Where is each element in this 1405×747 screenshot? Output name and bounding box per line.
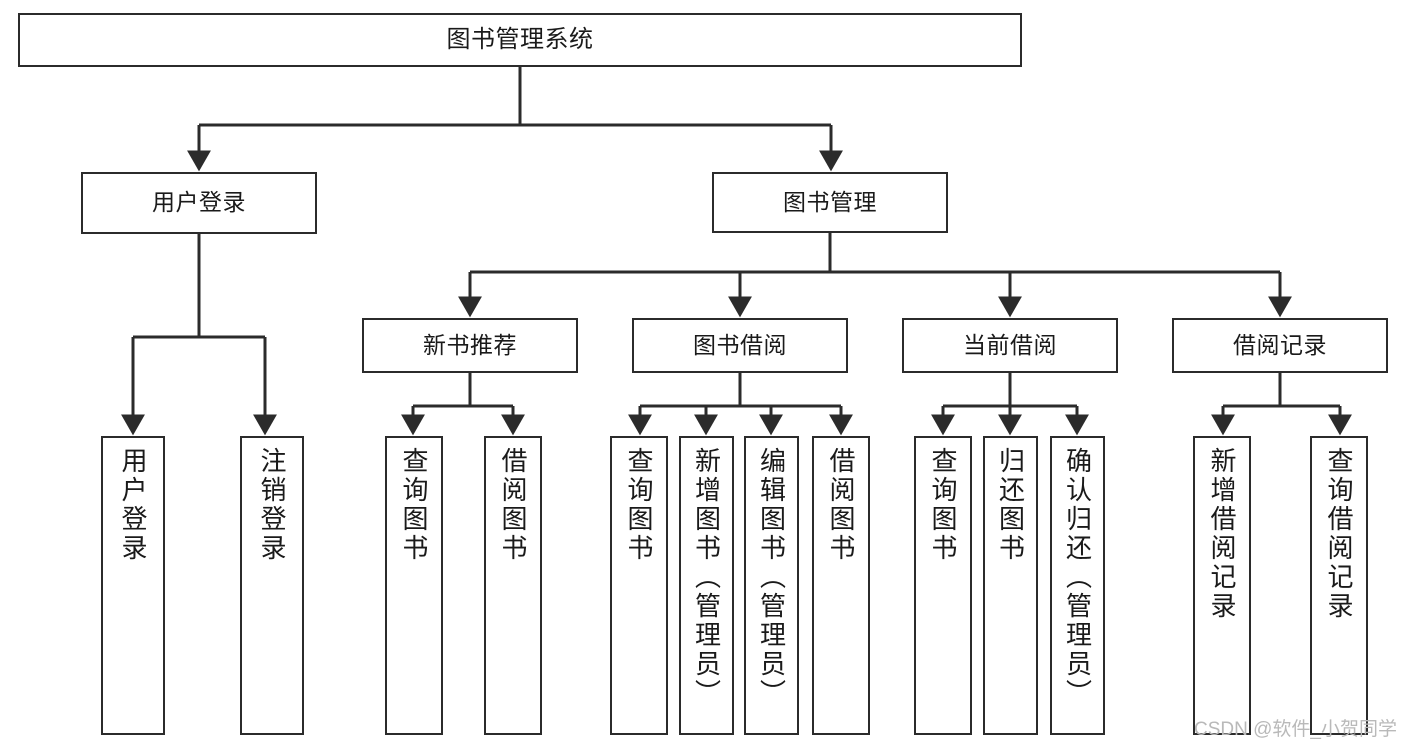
node-current-borrow[interactable]: 当前借阅 <box>902 318 1118 373</box>
node-user-login-label: 用户登录 <box>152 189 246 216</box>
node-leaf-query-record-label: 查询借阅记录 <box>1324 447 1354 621</box>
node-new-book-recommend[interactable]: 新书推荐 <box>362 318 578 373</box>
node-book-manage[interactable]: 图书管理 <box>712 172 948 233</box>
csdn-watermark: CSDN @软件_小贺同学 <box>1194 719 1397 740</box>
node-leaf-edit-book[interactable]: 编辑图书（管理员） <box>744 436 799 735</box>
node-current-borrow-label: 当前借阅 <box>963 331 1057 358</box>
node-leaf-query-book-2[interactable]: 查询图书 <box>610 436 668 735</box>
node-leaf-query-book-1[interactable]: 查询图书 <box>385 436 443 735</box>
node-leaf-add-book[interactable]: 新增图书（管理员） <box>679 436 734 735</box>
node-root-label: 图书管理系统 <box>446 25 594 53</box>
node-borrow-record[interactable]: 借阅记录 <box>1172 318 1388 373</box>
node-leaf-borrow-book-2-label: 借阅图书 <box>826 447 856 563</box>
node-leaf-add-record[interactable]: 新增借阅记录 <box>1193 436 1251 735</box>
node-leaf-query-book-1-label: 查询图书 <box>399 447 429 563</box>
node-leaf-edit-book-label: 编辑图书（管理员） <box>756 447 787 708</box>
node-leaf-return-book-label: 归还图书 <box>995 447 1026 563</box>
node-leaf-borrow-book-1-label: 借阅图书 <box>498 447 528 563</box>
node-leaf-borrow-book-2[interactable]: 借阅图书 <box>812 436 870 735</box>
node-leaf-query-book-2-label: 查询图书 <box>624 447 654 563</box>
node-leaf-query-record[interactable]: 查询借阅记录 <box>1310 436 1368 735</box>
node-book-manage-label: 图书管理 <box>783 188 877 215</box>
node-leaf-user-logout-label: 注销登录 <box>257 447 287 563</box>
node-leaf-confirm-return[interactable]: 确认归还（管理员） <box>1050 436 1105 735</box>
node-root[interactable]: 图书管理系统 <box>18 13 1022 67</box>
node-leaf-add-book-label: 新增图书（管理员） <box>691 447 722 708</box>
node-user-login[interactable]: 用户登录 <box>81 172 317 234</box>
node-leaf-user-logout[interactable]: 注销登录 <box>240 436 304 735</box>
node-leaf-user-login[interactable]: 用户登录 <box>101 436 165 735</box>
node-leaf-add-record-label: 新增借阅记录 <box>1207 447 1237 621</box>
node-leaf-query-book-3[interactable]: 查询图书 <box>914 436 972 735</box>
node-book-borrow[interactable]: 图书借阅 <box>632 318 848 373</box>
node-leaf-borrow-book-1[interactable]: 借阅图书 <box>484 436 542 735</box>
node-leaf-confirm-return-label: 确认归还（管理员） <box>1062 447 1093 708</box>
node-new-book-recommend-label: 新书推荐 <box>423 331 517 358</box>
node-leaf-user-login-label: 用户登录 <box>118 447 148 563</box>
node-leaf-query-book-3-label: 查询图书 <box>928 447 958 563</box>
node-book-borrow-label: 图书借阅 <box>693 331 787 358</box>
node-borrow-record-label: 借阅记录 <box>1233 331 1327 358</box>
node-leaf-return-book[interactable]: 归还图书 <box>983 436 1038 735</box>
